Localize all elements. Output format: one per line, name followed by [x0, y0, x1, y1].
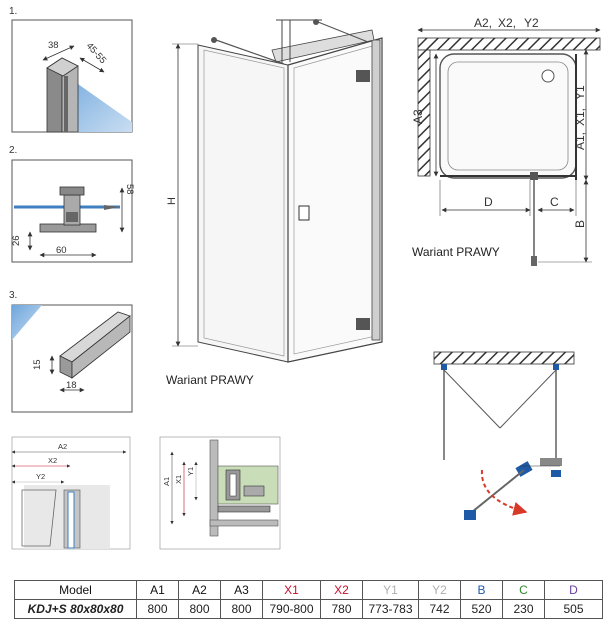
plan-side-a1: A1,: [573, 132, 587, 150]
spec-header-x1: X1: [262, 580, 321, 600]
panel-3-number: 3.: [9, 290, 17, 301]
spec-cell-a3: 800: [220, 599, 263, 619]
plan-top-a2: A2,: [474, 16, 492, 30]
spec-header-y1: Y1: [362, 580, 419, 600]
height-label-h: H: [166, 197, 178, 205]
mini-label-x1: X1: [174, 475, 183, 484]
spec-cell-d: 505: [544, 599, 603, 619]
spec-cell-a2: 800: [178, 599, 221, 619]
plan-view: A2, X2, Y2 A1, X1, Y1 A3 D C B Wariant P…: [411, 16, 601, 266]
spec-cell-x1: 790-800: [262, 599, 321, 619]
detail-panel-2: 2. 58 26 60: [9, 145, 135, 263]
mini-wall-profile: A2 X2 Y2: [11, 436, 131, 550]
spec-cell-y1: 773-783: [362, 599, 419, 619]
variant-label-front: Wariant PRAWY: [166, 373, 254, 387]
spec-cell-x2: 780: [320, 599, 363, 619]
spec-cell-b: 520: [460, 599, 503, 619]
spec-header-d: D: [544, 580, 603, 600]
detail-panel-3: 3. 15 18: [9, 290, 133, 413]
mini-profile-section: A1 X1 Y1: [159, 436, 281, 550]
panel-1-number: 1.: [9, 6, 17, 17]
spec-header-y2: Y2: [418, 580, 461, 600]
variant-label-plan: Wariant PRAWY: [412, 245, 500, 259]
plan-b: B: [573, 220, 587, 228]
plan-side-y1: Y1: [573, 85, 587, 100]
plan-top-x2: X2,: [498, 16, 516, 30]
mini-label-a2: A2: [58, 442, 67, 451]
panel-2-height-top: 58: [124, 184, 135, 195]
mini-label-a1: A1: [162, 477, 171, 486]
plan-side-x1: X1,: [573, 108, 587, 126]
spec-header-a2: A2: [178, 580, 221, 600]
spec-header-b: B: [460, 580, 503, 600]
plan-a3: A3: [411, 109, 425, 124]
detail-panel-1: 1. 38 45-55: [9, 6, 133, 133]
mini-label-y2: Y2: [36, 472, 45, 481]
spec-header-a1: A1: [136, 580, 179, 600]
door-swing-diagram: [433, 351, 575, 520]
spec-header-x2: X2: [320, 580, 363, 600]
spec-cell-y2: 742: [418, 599, 461, 619]
cabin-elevation: H Wariant PRAWY: [166, 19, 383, 387]
plan-top-y2: Y2: [524, 16, 539, 30]
spec-header-c: C: [502, 580, 545, 600]
mini-label-y1: Y1: [186, 467, 195, 476]
spec-cell-a1: 800: [136, 599, 179, 619]
panel-2-number: 2.: [9, 145, 17, 156]
plan-c: C: [550, 195, 559, 209]
spec-cell-model: KDJ+S 80x80x80: [14, 599, 137, 619]
spec-cell-c: 230: [502, 599, 545, 619]
panel-3-width: 18: [66, 380, 77, 391]
mini-label-x2: X2: [48, 456, 57, 465]
panel-3-height: 15: [32, 359, 43, 370]
panel-1-width-label: 38: [48, 40, 59, 51]
spec-header-a3: A3: [220, 580, 263, 600]
panel-2-width: 60: [56, 245, 67, 256]
panel-2-height-bottom: 26: [11, 235, 22, 246]
spec-header-model: Model: [14, 580, 137, 600]
plan-d: D: [484, 195, 493, 209]
